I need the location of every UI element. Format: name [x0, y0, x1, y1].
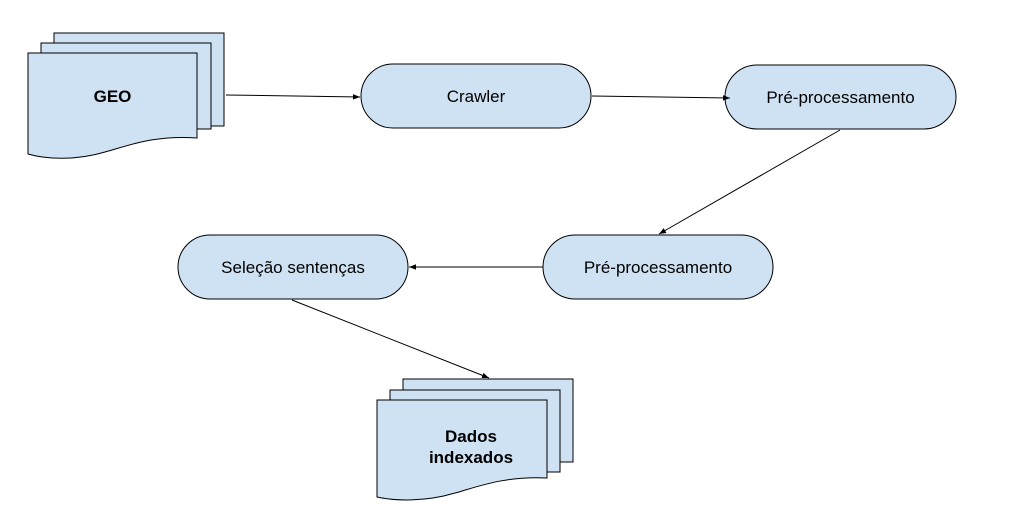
- edge-geo-to-crawler: [225, 94, 361, 100]
- sentence-selection-node: [177, 234, 409, 300]
- crawler-node: [360, 63, 592, 129]
- output-doc-label: Dados indexados: [428, 427, 514, 468]
- sentence-selection-label: Seleção sentenças: [221, 258, 365, 277]
- output-doc-page-front: [376, 399, 548, 501]
- source-doc-page-front: [27, 52, 198, 159]
- crawler-label: Crawler: [446, 87, 506, 106]
- source-doc-label: GEO: [93, 87, 132, 106]
- edge-crawler-to-preprocess-1: [591, 95, 731, 101]
- preprocess-1-label: Pré-processamento: [766, 88, 915, 107]
- edge-preprocess-1-to-preprocess-2: [658, 129, 841, 235]
- preprocess-2-label: Pré-processamento: [583, 258, 733, 277]
- output-multi-document: [376, 378, 574, 501]
- edge-sentence-selection-to-output: [291, 299, 490, 379]
- source-multi-document: [27, 32, 225, 159]
